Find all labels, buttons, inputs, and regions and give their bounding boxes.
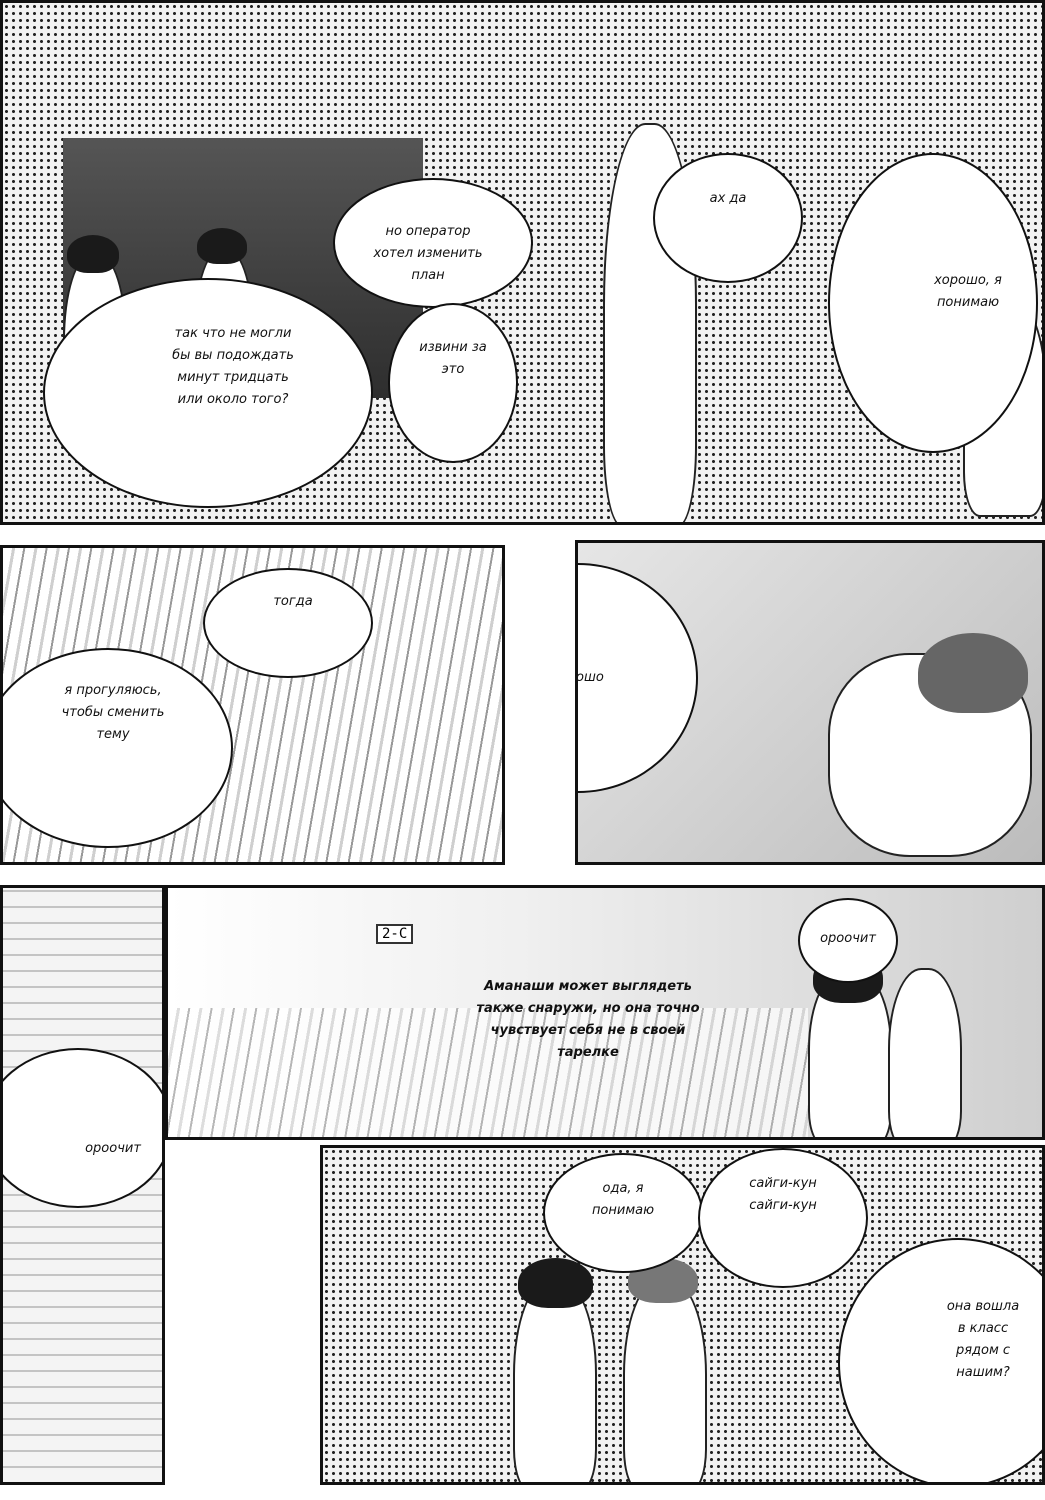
dialogue-text: я прогуляюсь, чтобы сменить тему	[61, 683, 165, 742]
dialogue-text: она вошла в класс рядом с нашим?	[946, 1299, 1020, 1380]
panel-4: ода, я понимаю сайги-кун сайги-кун она в…	[320, 1145, 1045, 1485]
narration-text: Аманаши может выглядеть также снаружи, н…	[476, 979, 700, 1060]
dialogue-text: ода, я понимаю	[591, 1181, 655, 1218]
character-hair	[197, 228, 247, 264]
character-figure	[623, 1278, 707, 1482]
character-figure	[888, 968, 962, 1137]
character-figure	[513, 1278, 597, 1482]
speech-balloon	[203, 568, 373, 678]
dialogue-text: ороочит	[85, 1141, 141, 1156]
dialogue-text: хорошо, я понимаю	[934, 273, 1002, 310]
dialogue-text: тогда	[273, 594, 313, 609]
speech-balloon	[388, 303, 518, 463]
speech-balloon	[838, 1238, 1042, 1482]
dialogue-text: ах да	[709, 191, 747, 206]
panel-3-hallway: 2-C ороочит Аманаши может выглядеть такж…	[165, 885, 1045, 1140]
panel-1: но оператор хотел изменить план так что …	[0, 0, 1045, 525]
panel-2-left: тогда я прогуляюсь, чтобы сменить тему	[0, 545, 505, 865]
speech-balloon	[798, 898, 898, 983]
speech-balloon	[653, 153, 803, 283]
dialogue-text: так что не могли бы вы подождать минут т…	[172, 326, 294, 407]
speech-balloon	[3, 1048, 162, 1208]
speech-balloon	[333, 178, 533, 308]
character-hair	[67, 235, 119, 273]
speech-balloon	[543, 1153, 703, 1273]
hall-floor	[168, 1008, 808, 1137]
panel-2-right: хорошо	[575, 540, 1045, 865]
speech-balloon	[3, 648, 233, 848]
classroom-sign: 2-C	[376, 924, 414, 944]
dialogue-text: но оператор хотел изменить план	[373, 224, 483, 283]
speech-balloon	[828, 153, 1038, 453]
dialogue-text: извини за это	[419, 340, 487, 377]
panel-3-left: ороочит	[0, 885, 165, 1485]
dialogue-text: ороочит	[820, 931, 876, 946]
character-hair	[918, 633, 1028, 713]
speech-balloon	[43, 278, 373, 508]
character-hair	[518, 1258, 593, 1308]
dialogue-text: хорошо	[576, 670, 604, 685]
dialogue-text: сайги-кун сайги-кун	[749, 1176, 817, 1213]
speech-balloon	[698, 1148, 868, 1288]
